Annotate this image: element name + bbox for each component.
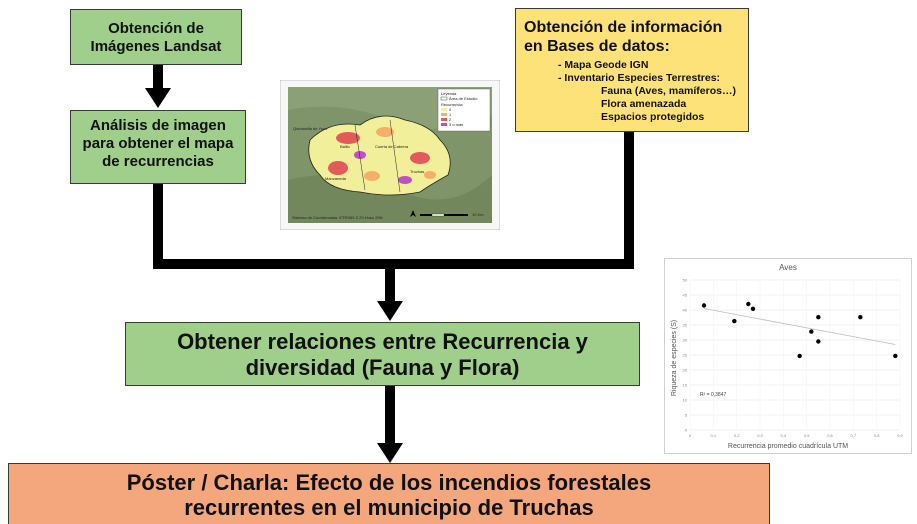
box-bd-item-espacios: Espacios protegidos xyxy=(601,111,705,123)
map-legend-sub: Recurrencia xyxy=(441,102,463,107)
map-place-manzaneda: Manzaneda xyxy=(325,176,347,181)
map-place-truchas: Truchas xyxy=(410,169,424,174)
scatter-chart-aves: 0 5 10 15 20 25 30 35 40 45 50 0 0,1 0,2 0,3 0,4 0,5 0,6 0… xyxy=(664,258,912,454)
connector-relaciones-poster xyxy=(385,386,395,443)
box-relaciones-line-2: diversidad (Fauna y Flora) xyxy=(245,355,520,380)
arrowhead-to-relaciones xyxy=(377,301,403,321)
box-analisis-line-1: Análisis de imagen xyxy=(90,117,226,134)
chart-title: Aves xyxy=(779,263,797,272)
chart-trendline xyxy=(703,308,896,345)
chart-ytick-label: 50 xyxy=(683,278,688,283)
map-place-baillo: Baillo xyxy=(340,144,351,149)
box-bd-item-mapa: - Mapa Geode IGN xyxy=(558,59,649,71)
chart-ytick-label: 0 xyxy=(685,428,688,433)
connector-landsat-analisis xyxy=(153,65,163,89)
chart-point xyxy=(816,339,821,344)
map-place-cuerta: Cuerta de Cabrera xyxy=(375,144,409,149)
chart-point xyxy=(732,318,737,324)
chart-ytick-label: 45 xyxy=(683,293,688,298)
chart-ytick-label: 5 xyxy=(685,413,688,418)
chart-ylabel: Riqueza de especies (S) xyxy=(671,320,678,396)
chart-r2-label: R² = 0,3847 xyxy=(700,392,726,398)
box-analisis-line-2: para obtener el mapa xyxy=(82,135,234,152)
box-poster-line-1: Póster / Charla: Efecto de los incendios… xyxy=(126,470,652,495)
box-analisis-line-3: de recurrencias xyxy=(102,153,214,170)
map-legend-item-3: 3 o más xyxy=(449,122,463,127)
chart-grid xyxy=(689,279,901,431)
box-poster-line-2: recurrentes en el municipio de Truchas xyxy=(184,495,594,520)
chart-ytick-label: 40 xyxy=(683,308,688,313)
chart-xtick-label: 0,5 xyxy=(804,433,810,438)
box-obtener-relaciones: Obtener relaciones entre Recurrencia y d… xyxy=(125,322,640,386)
chart-ytick-label: 25 xyxy=(683,353,688,358)
chart-xtick-label: 0,6 xyxy=(827,433,833,438)
box-bd-item-inventario: - Inventario Especies Terrestres: xyxy=(558,72,721,84)
chart-point xyxy=(750,306,756,311)
chart-point xyxy=(701,303,707,308)
map-legend-area: Área de Estudio xyxy=(449,96,478,101)
chart-points xyxy=(701,301,898,359)
map-legend-item-2: 2 xyxy=(449,117,452,122)
chart-ytick-label: 30 xyxy=(683,338,688,343)
chart-trend-line xyxy=(703,308,896,345)
box-bases-de-datos: Obtención de información en Bases de dat… xyxy=(515,8,749,132)
chart-point xyxy=(809,329,814,334)
connector-analisis-down xyxy=(153,184,163,266)
chart-xtick-label: 0,7 xyxy=(851,433,857,438)
connector-bd-down xyxy=(624,132,634,266)
chart-ytick-label: 35 xyxy=(683,323,688,328)
map-legend-item-1: 1 xyxy=(449,112,452,117)
recurrence-map: Leyenda Área de Estudio Recurrencia 0 1 … xyxy=(280,80,500,230)
chart-point xyxy=(893,353,898,359)
box-bd-title-1: Obtención de información xyxy=(524,19,723,36)
box-relaciones-line-1: Obtener relaciones entre Recurrencia y xyxy=(177,329,588,354)
map-crs: Sistema de Coordenadas: ETRS89 Z 29 Huso… xyxy=(292,215,383,220)
chart-xtick-label: 0,3 xyxy=(757,433,763,438)
map-place-quintanilla: Quintanilla de Yuso xyxy=(293,126,328,131)
box-bd-item-fauna: Fauna (Aves, mamíferos…) xyxy=(601,85,736,97)
north-arrow-icon xyxy=(410,210,416,217)
box-analisis-imagen: Análisis de imagen para obtener el mapa … xyxy=(70,110,246,184)
box-landsat-line-1: Obtención de xyxy=(108,20,204,37)
chart-xtick-label: 0,8 xyxy=(874,433,880,438)
chart-point xyxy=(746,301,751,307)
chart-point xyxy=(797,353,802,359)
chart-ytick-label: 20 xyxy=(683,368,688,373)
connector-to-relaciones xyxy=(385,259,395,301)
map-scale-unit: 10 Km xyxy=(472,212,484,217)
chart-xtick-label: 0,9 xyxy=(897,433,903,438)
box-bd-title-2: en Bases de datos: xyxy=(524,38,670,55)
box-poster-charla: Póster / Charla: Efecto de los incendios… xyxy=(8,463,770,524)
chart-xtick-label: 0,2 xyxy=(734,433,740,438)
map-legend-item-0: 0 xyxy=(449,107,452,112)
chart-point xyxy=(858,315,863,320)
chart-xtick-label: 0 xyxy=(689,433,692,438)
chart-xtick-label: 0,1 xyxy=(711,433,717,438)
map-legend-title: Leyenda xyxy=(441,91,457,96)
arrowhead-to-poster xyxy=(377,443,403,463)
box-landsat-line-2: Imágenes Landsat xyxy=(90,38,222,55)
chart-xtick-label: 0,4 xyxy=(781,433,787,438)
box-bd-item-flora: Flora amenazada xyxy=(601,98,687,110)
chart-ytick-label: 15 xyxy=(683,383,688,388)
box-obtencion-landsat: Obtención de Imágenes Landsat xyxy=(70,9,242,65)
chart-xlabel: Recurrencia promedio cuadrícula UTM xyxy=(728,443,848,450)
arrowhead-to-analisis xyxy=(145,88,171,108)
chart-point xyxy=(816,315,821,320)
chart-ytick-label: 10 xyxy=(683,398,688,403)
chart-tick-labels: 0 5 10 15 20 25 30 35 40 45 50 0 0,1 0,2 0,3 0,4 0,5 0,6 0… xyxy=(683,278,904,439)
